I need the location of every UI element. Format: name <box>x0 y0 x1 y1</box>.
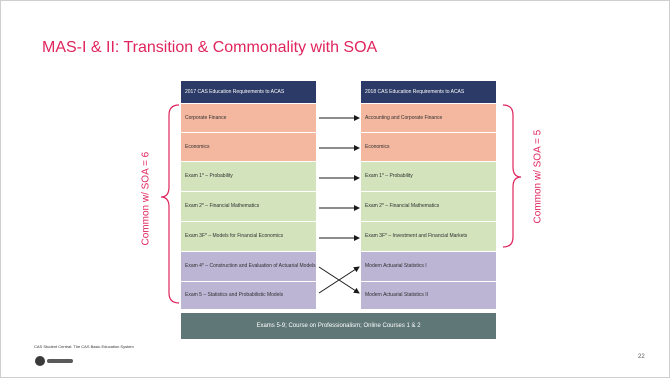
left-row-exam-4: Exam 4* – Construction and Evaluation of… <box>181 251 316 281</box>
right-row-exam-2: Exam 2* – Financial Mathematics <box>361 191 496 221</box>
left-panel-header: 2017 CAS Education Requirements to ACAS <box>181 81 316 103</box>
left-row-exam-2: Exam 2* – Financial Mathematics <box>181 191 316 221</box>
right-row-mas-1: Modern Actuarial Statistics I <box>361 251 496 281</box>
goactuary-logo <box>35 356 73 366</box>
left-row-exam-3f: Exam 3F* – Models for Financial Economic… <box>181 221 316 251</box>
page-number: 22 <box>638 354 645 360</box>
right-row-mas-2: Modern Actuarial Statistics II <box>361 281 496 309</box>
left-row-corporate-finance: Corporate Finance <box>181 103 316 132</box>
right-row-accounting-corporate-finance: Accounting and Corporate Finance <box>361 103 496 132</box>
right-common-label: Common w/ SOA = 5 <box>532 129 544 224</box>
cross-arrow-up <box>318 266 360 294</box>
left-row-exam-5: Exam 5 – Statistics and Probabilistic Mo… <box>181 281 316 309</box>
left-row-exam-1: Exam 1* – Probability <box>181 161 316 191</box>
right-brace <box>502 104 522 248</box>
footer-caption: CAS Student Central: The CAS Basic Educa… <box>34 344 134 349</box>
right-row-economics: Economics <box>361 132 496 161</box>
left-common-label: Common w/ SOA = 6 <box>140 151 152 246</box>
right-requirements-panel: 2018 CAS Education Requirements to ACAS … <box>361 81 496 309</box>
right-row-exam-3f: Exam 3F* – Investment and Financial Mark… <box>361 221 496 251</box>
bottom-requirements-bar: Exams 5-9; Course on Professionalism; On… <box>181 313 496 339</box>
left-row-economics: Economics <box>181 132 316 161</box>
left-requirements-panel: 2017 CAS Education Requirements to ACAS … <box>181 81 316 309</box>
left-brace <box>160 104 180 304</box>
right-panel-header: 2018 CAS Education Requirements to ACAS <box>361 81 496 103</box>
slide-title: MAS-I & II: Transition & Commonality wit… <box>42 39 378 56</box>
right-row-exam-1: Exam 1* – Probability <box>361 161 496 191</box>
